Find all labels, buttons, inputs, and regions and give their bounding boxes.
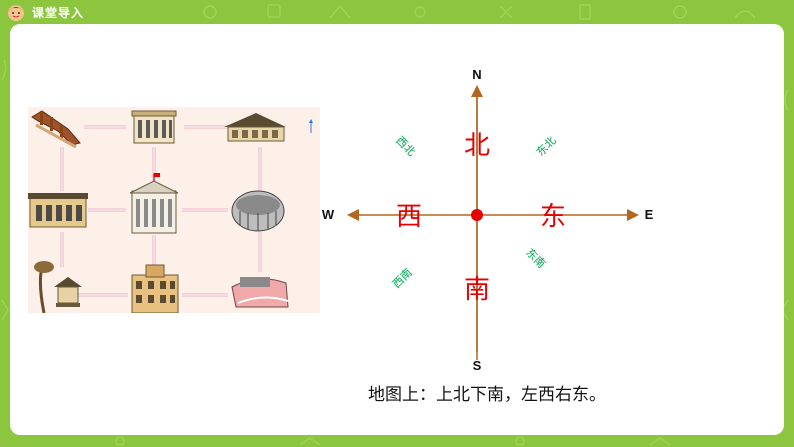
southwest-label: 西南 (390, 266, 415, 291)
header-bar: 课堂导入 (0, 0, 794, 24)
northwest-label: 西北 (393, 134, 418, 159)
east-letter-label: E (645, 207, 654, 222)
compass-diagram: N S W E 北 南 西 东 西北 东北 西南 东南 (322, 67, 654, 373)
southeast-label: 东南 (523, 246, 548, 271)
compass-axes (347, 85, 639, 360)
dock-icon (231, 277, 289, 308)
city-map-illustration (28, 107, 320, 313)
north-letter-label: N (472, 67, 481, 82)
hall-building-icon (224, 113, 286, 142)
north-label: 北 (464, 131, 490, 161)
map-rule-caption: 地图上：上北下南，左西右东。 (368, 385, 606, 405)
bridge-icon (31, 110, 81, 149)
east-label: 东 (540, 202, 566, 232)
northeast-label: 东北 (534, 134, 559, 159)
north-arrow-icon (309, 119, 313, 133)
station-building-icon (28, 193, 88, 228)
stadium-building-icon (231, 190, 285, 232)
west-label: 西 (396, 202, 422, 232)
teacher-avatar-icon (8, 5, 24, 21)
museum-building-icon (131, 110, 177, 144)
south-letter-label: S (473, 358, 482, 373)
center-point (471, 209, 483, 221)
government-building-icon (129, 173, 179, 234)
section-title: 课堂导入 (32, 6, 85, 20)
south-label: 南 (464, 275, 490, 305)
west-letter-label: W (322, 207, 335, 222)
office-building-icon (131, 264, 179, 313)
pavilion-tree-icon (34, 261, 82, 313)
